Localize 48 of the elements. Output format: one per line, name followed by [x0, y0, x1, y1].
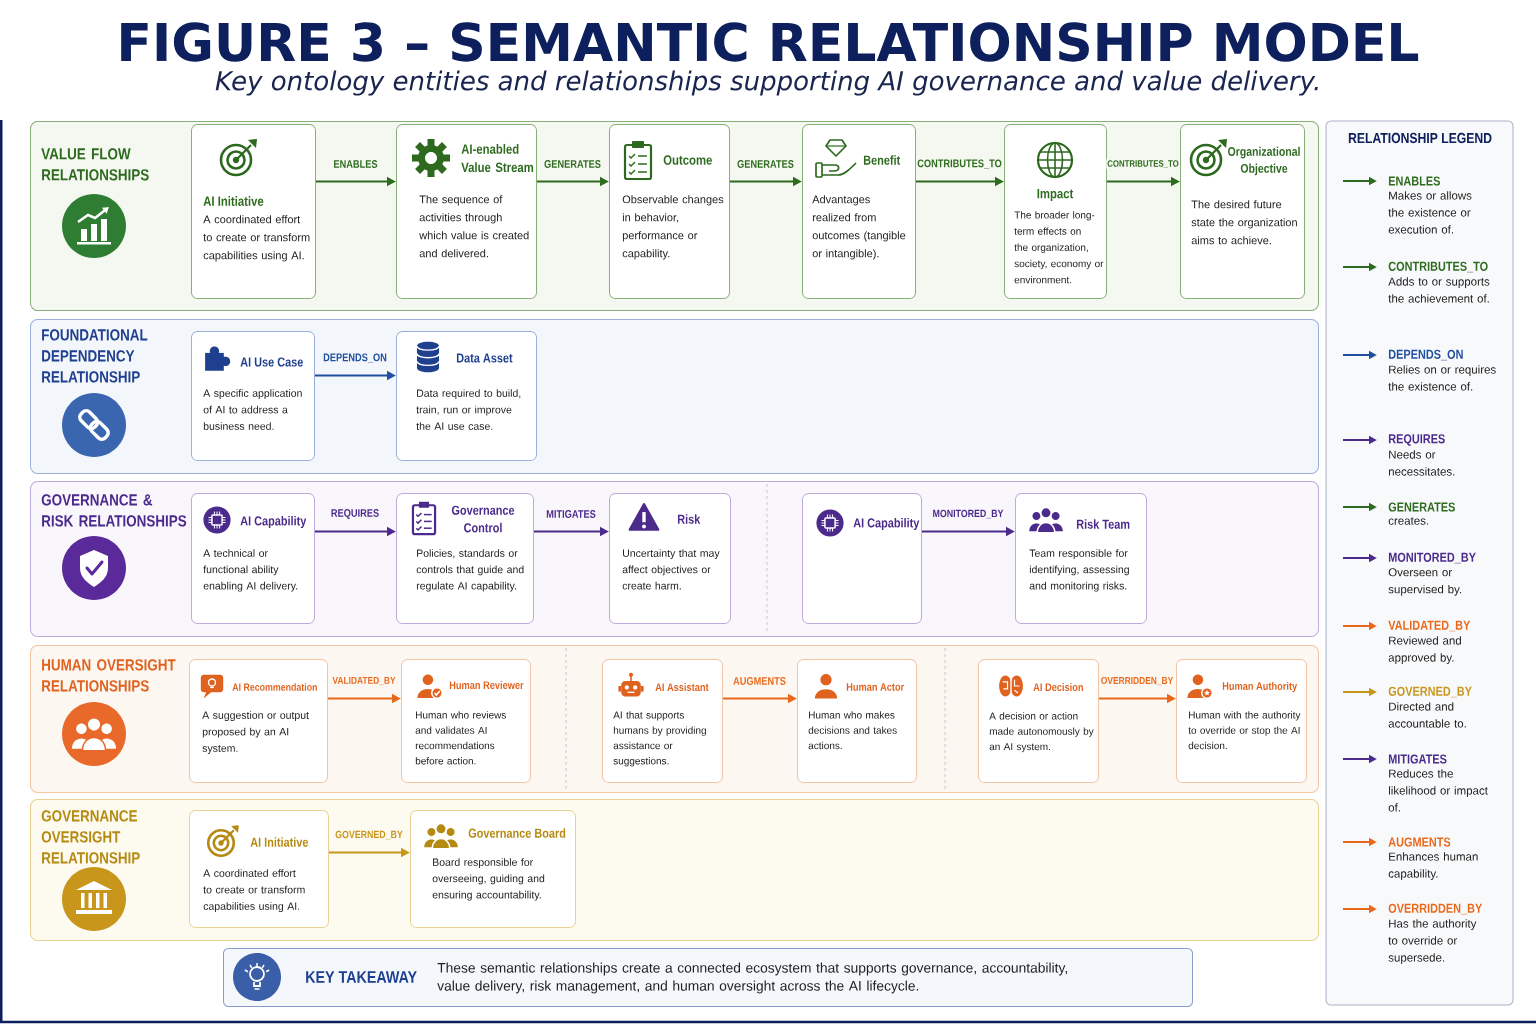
edge-label: OVERRIDDEN_BY	[1099, 675, 1175, 687]
takeaway-box: KEY TAKEAWAY These semantic relationships create a connected ecosystem that supports governance, accountability, value delivery, risk management, and human oversight across the AI lifecycle.	[223, 948, 1194, 1007]
figure-title: FIGURE 3 – SEMANTIC RELATIONSHIP MODEL	[121, 22, 1419, 62]
edge-label: MITIGATES	[545, 509, 597, 519]
legend-description: Overseen or supervised by.	[1388, 568, 1462, 596]
legend-description: Reviewed and approved by.	[1388, 636, 1461, 664]
entity-card: Data Asset Data required to build, train, run or improve the AI use case.	[396, 331, 537, 461]
entity-card: Governance Control Policies, standards or controls that guide and regulate AI capability.	[396, 493, 534, 624]
entity-card: Human Actor Human who makes decisions and takes actions.	[797, 659, 917, 783]
entity-card: AI Capability	[802, 493, 922, 624]
entity-card: AI Capability A technical or functional ability enabling AI delivery.	[191, 493, 315, 624]
entity-card: AI Recommendation A suggestion or output proposed by an AI system.	[189, 659, 328, 783]
edge-label: DEPENDS_ON	[322, 352, 388, 364]
legend-label: OVERRIDDEN_BY	[1388, 903, 1483, 915]
legend-label: GOVERNED_BY	[1388, 686, 1472, 698]
legend-label: REQUIRES	[1388, 434, 1445, 446]
legend-description: Has the authority to override or supersede.	[1388, 919, 1477, 964]
entity-card: AI Decision A decision or action made autonomously by an AI system.	[978, 659, 1099, 783]
legend-label: MONITORED_BY	[1388, 552, 1476, 564]
legend-description: Needs or necessitates.	[1389, 450, 1455, 476]
edge-label: GOVERNED_BY	[334, 829, 404, 841]
entity-card: Governance Board Board responsible for overseeing, guiding and ensuring accountability.	[410, 810, 576, 928]
legend-description: Adds to or supports the achievement of.	[1388, 277, 1490, 303]
entity-card: Human Authority Human with the authority to override or stop the AI decision.	[1176, 659, 1307, 783]
legend-description: Enhances human capability.	[1388, 852, 1478, 880]
legend-description: Reduces the likelihood or impact of.	[1388, 769, 1488, 812]
entity-card: Human Reviewer Human who reviews and validates AI recommendations before action.	[401, 659, 531, 783]
legend-label: CONTRIBUTES_TO	[1388, 261, 1488, 273]
entity-card: AI Initiative A coordinated effort to create or transform capabilities using AI.	[189, 810, 329, 928]
edge-label: VALIDATED_BY	[331, 675, 397, 687]
legend-description: Relies on or requires the existence of.	[1388, 365, 1496, 391]
legend-description: creates.	[1388, 517, 1429, 525]
legend-label: DEPENDS_ON	[1388, 349, 1463, 361]
edge-label: AUGMENTS	[732, 676, 787, 686]
entity-card: Risk Team Team responsible for identifying, assessing and monitoring risks.	[1015, 493, 1147, 624]
legend-label: GENERATES	[1388, 502, 1455, 512]
legend-label: VALIDATED_BY	[1388, 620, 1471, 632]
legend-label: MITIGATES	[1388, 754, 1447, 764]
legend-label: ENABLES	[1388, 176, 1440, 186]
edge-label: REQUIRES	[329, 508, 381, 520]
legend-description: Makes or allows the existence or execution of.	[1388, 191, 1472, 234]
legend-label: AUGMENTS	[1388, 837, 1451, 847]
entity-card: Risk Uncertainty that may affect objectives or create harm.	[609, 493, 731, 624]
entity-card: AI Assistant AI that supports humans by providing assistance or suggestions.	[602, 659, 723, 783]
figure-caption: Key ontology entities and relationships supporting AI governance and value delivery.	[215, 70, 1318, 96]
legend-description: Directed and accountable to.	[1388, 702, 1466, 728]
edge-label: MONITORED_BY	[931, 508, 1005, 520]
entity-card: AI Use Case A specific application of AI to address a business need.	[191, 331, 315, 461]
